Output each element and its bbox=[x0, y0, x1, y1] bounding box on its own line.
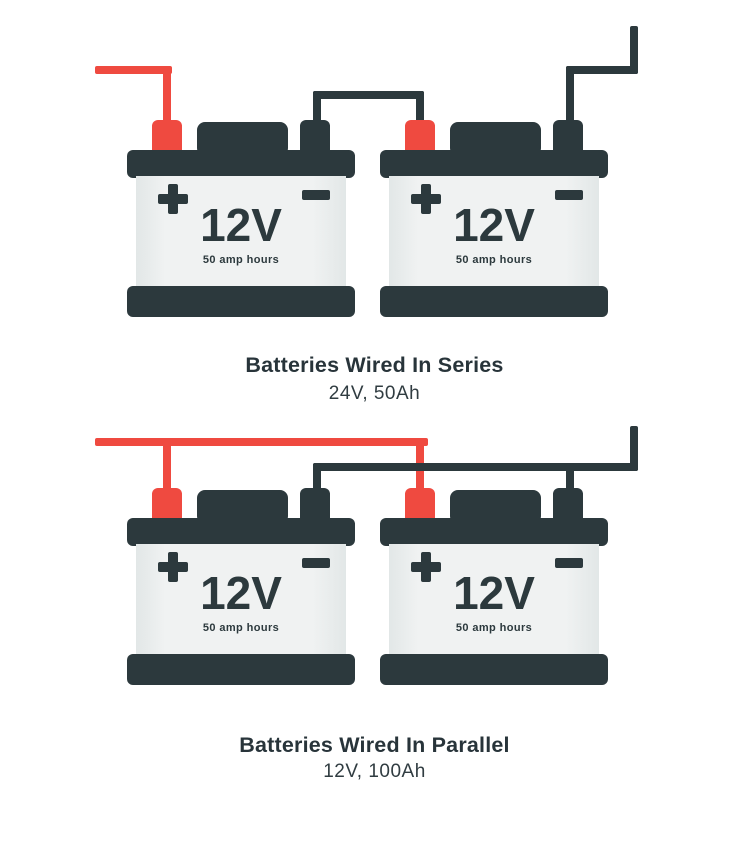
series-battery-2: 12V 50 amp hours bbox=[380, 120, 608, 318]
battery-capacity-label: 50 amp hours bbox=[202, 254, 280, 266]
battery-voltage-label: 12V bbox=[453, 199, 535, 251]
battery-cap bbox=[380, 150, 608, 178]
parallel-negative-bus bbox=[313, 463, 638, 471]
minus-icon bbox=[302, 558, 330, 568]
series-negative-lead-vertical bbox=[566, 66, 574, 130]
plus-icon bbox=[411, 552, 441, 582]
minus-icon bbox=[555, 558, 583, 568]
battery-capacity-label: 50 amp hours bbox=[455, 622, 533, 634]
minus-icon bbox=[555, 190, 583, 200]
series-link-wire-right-vertical bbox=[416, 91, 424, 130]
series-link-wire-horizontal bbox=[313, 91, 424, 99]
battery-base bbox=[380, 654, 608, 685]
battery-base bbox=[127, 654, 355, 685]
plus-icon bbox=[411, 184, 441, 214]
series-link-wire-left-vertical bbox=[313, 91, 321, 130]
parallel-positive-drop-1 bbox=[163, 438, 171, 498]
battery-voltage-label: 12V bbox=[200, 567, 282, 619]
parallel-negative-riser bbox=[630, 426, 638, 471]
parallel-negative-drop-2 bbox=[566, 463, 574, 498]
battery-body: 12V 50 amp hours bbox=[136, 544, 346, 662]
parallel-positive-bus bbox=[95, 438, 428, 446]
parallel-battery-1: 12V 50 amp hours bbox=[127, 488, 355, 686]
series-subtitle: 24V, 50Ah bbox=[328, 383, 421, 404]
battery-body: 12V 50 amp hours bbox=[389, 176, 599, 294]
battery-capacity-label: 50 amp hours bbox=[202, 622, 280, 634]
battery-voltage-label: 12V bbox=[200, 199, 282, 251]
series-positive-lead-horizontal bbox=[95, 66, 172, 74]
battery-body: 12V 50 amp hours bbox=[136, 176, 346, 294]
series-battery-1: 12V 50 amp hours bbox=[127, 120, 355, 318]
series-negative-lead-horizontal bbox=[566, 66, 638, 74]
series-positive-lead-vertical bbox=[163, 66, 171, 130]
battery-cap bbox=[380, 518, 608, 546]
battery-base bbox=[380, 286, 608, 317]
plus-icon bbox=[158, 552, 188, 582]
parallel-title: Batteries Wired In Parallel bbox=[239, 733, 510, 757]
parallel-negative-drop-1 bbox=[313, 463, 321, 498]
parallel-battery-2: 12V 50 amp hours bbox=[380, 488, 608, 686]
minus-icon bbox=[302, 190, 330, 200]
battery-cap bbox=[127, 150, 355, 178]
series-negative-lead-riser bbox=[630, 26, 638, 74]
battery-body: 12V 50 amp hours bbox=[389, 544, 599, 662]
battery-voltage-label: 12V bbox=[453, 567, 535, 619]
parallel-subtitle: 12V, 100Ah bbox=[323, 761, 426, 782]
battery-base bbox=[127, 286, 355, 317]
plus-icon bbox=[158, 184, 188, 214]
battery-capacity-label: 50 amp hours bbox=[455, 254, 533, 266]
series-title: Batteries Wired In Series bbox=[245, 353, 504, 377]
battery-cap bbox=[127, 518, 355, 546]
